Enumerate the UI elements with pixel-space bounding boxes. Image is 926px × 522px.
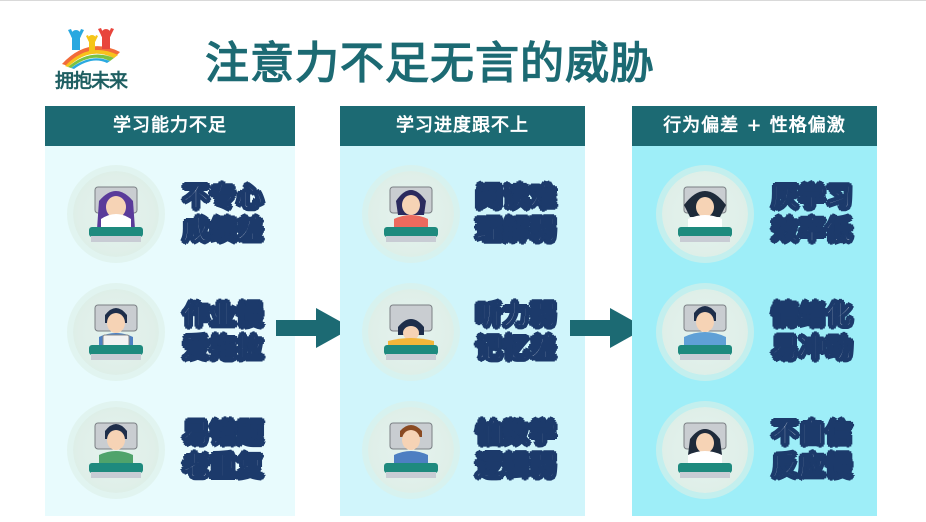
symptom-text: 不专心 成绩差	[182, 183, 265, 247]
list-item: 怕数学 逻辑弱	[340, 392, 585, 512]
logo-kids-rainbow-icon	[62, 28, 120, 69]
symptom-text: 情绪化 易冲动	[771, 301, 854, 365]
column-learning-ability: 学习能力不足 不专心 成绩差 作业慢 爱拖拉 易错题	[45, 106, 295, 516]
boy-writing-frustrated-icon	[73, 407, 159, 493]
girl-covering-face-icon	[73, 171, 159, 257]
list-item: 厌学习 效率低	[632, 156, 877, 276]
list-item: 听力弱 记忆差	[340, 274, 585, 394]
column-header: 行为偏差 + 性格偏激	[632, 106, 877, 146]
arrow-right-icon	[276, 308, 352, 348]
list-item: 易错题 老重复	[45, 392, 295, 512]
list-item: 不专心 成绩差	[45, 156, 295, 276]
column-behavior-personality: 行为偏差 + 性格偏激 厌学习 效率低 情绪化 易冲动	[632, 106, 877, 516]
symptom-text: 听力弱 记忆差	[475, 301, 558, 365]
symptom-text: 不自信 反应慢	[771, 419, 854, 483]
girl-stressed-icon	[662, 171, 748, 257]
symptom-text: 厌学习 效率低	[771, 183, 854, 247]
list-item: 作业慢 爱拖拉	[45, 274, 295, 394]
boy-holding-tablet-icon	[73, 289, 159, 375]
list-item: 情绪化 易冲动	[632, 274, 877, 394]
list-item: 阅读难 理解弱	[340, 156, 585, 276]
symptom-text: 易错题 老重复	[182, 419, 265, 483]
column-header: 学习进度跟不上	[340, 106, 585, 146]
arrow-right-icon	[570, 308, 646, 348]
column-body: 阅读难 理解弱 听力弱 记忆差 怕数学 逻辑弱	[340, 146, 585, 516]
girl-yawning-icon	[368, 171, 454, 257]
logo-text: 拥抱未来	[54, 70, 128, 92]
symptom-text: 阅读难 理解弱	[475, 183, 558, 247]
column-body: 不专心 成绩差 作业慢 爱拖拉 易错题 老重复	[45, 146, 295, 516]
column-header: 学习能力不足	[45, 106, 295, 146]
girl-crying-icon	[662, 407, 748, 493]
top-divider	[0, 0, 926, 1]
column-body: 厌学习 效率低 情绪化 易冲动 不自信 反应慢	[632, 146, 877, 516]
page-title: 注意力不足无言的威胁	[205, 38, 655, 89]
symptom-text: 怕数学 逻辑弱	[475, 419, 558, 483]
logo: 拥抱未来	[48, 26, 134, 96]
boy-covering-eyes-icon	[662, 289, 748, 375]
boy-thinking-icon	[368, 407, 454, 493]
column-learning-progress: 学习进度跟不上 阅读难 理解弱 听力弱 记忆差 怕数学	[340, 106, 585, 516]
girl-sleeping-on-desk-icon	[368, 289, 454, 375]
symptom-text: 作业慢 爱拖拉	[182, 301, 265, 365]
list-item: 不自信 反应慢	[632, 392, 877, 512]
